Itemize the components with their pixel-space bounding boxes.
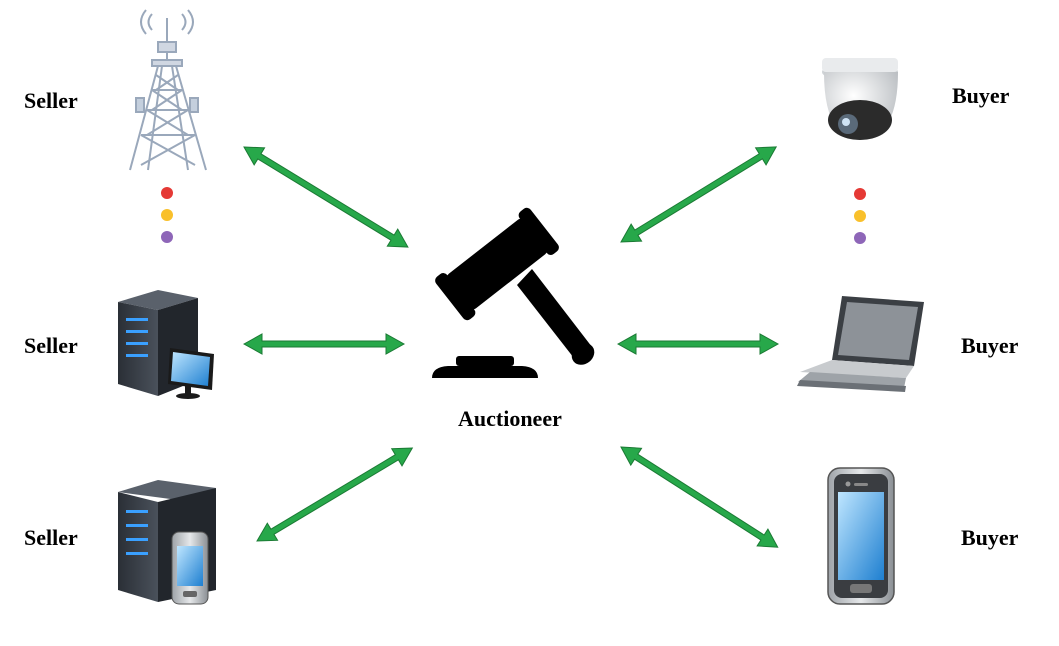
- buyer-label-1: Buyer: [952, 83, 1010, 108]
- auctioneer-label: Auctioneer: [458, 406, 562, 431]
- arrow-seller1-auctioneer: [243, 146, 409, 248]
- smartphone-icon: [827, 467, 895, 605]
- gavel-icon: [432, 207, 595, 378]
- arrow-auctioneer-buyer3: [620, 446, 779, 548]
- buyer-label-2: Buyer: [961, 333, 1019, 358]
- arrow-seller3-auctioneer: [256, 447, 414, 542]
- seller-label-2: Seller: [24, 333, 78, 358]
- ellipsis-dots-sellers: [161, 187, 173, 243]
- arrows: [242, 146, 780, 548]
- seller-label-3: Seller: [24, 525, 78, 550]
- seller-label-1: Seller: [24, 88, 78, 113]
- ellipsis-dots-buyers: [854, 188, 866, 244]
- server-with-phone-icon: [118, 480, 216, 605]
- arrow-auctioneer-buyer2: [616, 333, 780, 355]
- cell-tower-icon: [129, 9, 207, 171]
- laptop-icon: [797, 296, 924, 392]
- security-camera-icon: [822, 58, 898, 140]
- buyer-label-3: Buyer: [961, 525, 1019, 550]
- arrow-seller2-auctioneer: [242, 333, 406, 355]
- server-with-monitor-icon: [118, 290, 214, 399]
- arrow-auctioneer-buyer1: [620, 146, 778, 243]
